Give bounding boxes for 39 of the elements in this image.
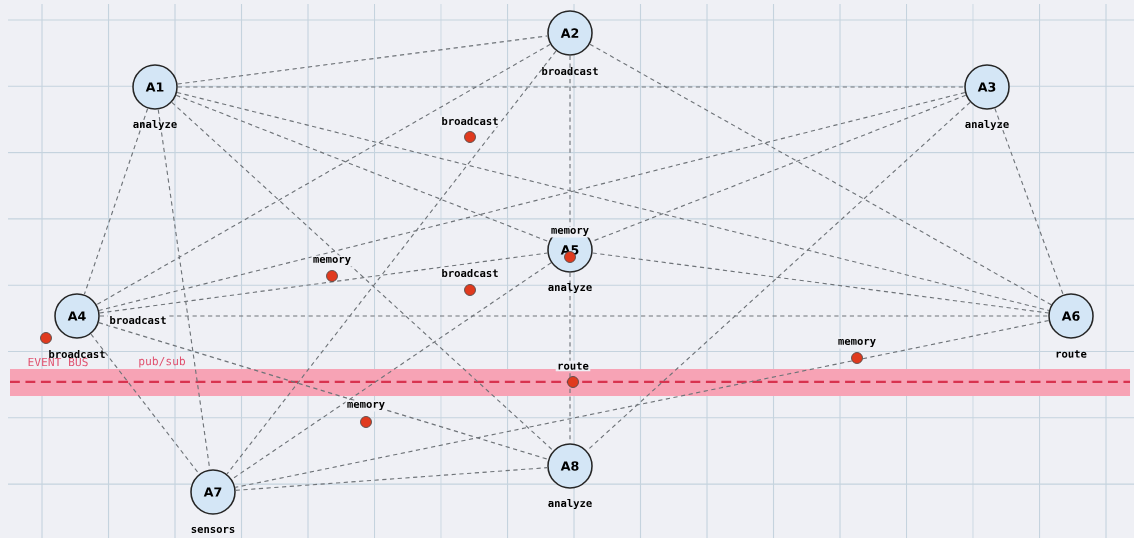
agent-role: broadcast	[542, 66, 598, 76]
message-label: memory	[345, 400, 387, 412]
message-label: memory	[549, 226, 591, 238]
connector-line	[171, 101, 554, 452]
connector-line	[994, 107, 1064, 296]
agent-role: analyze	[548, 498, 592, 510]
agent-role: broadcast	[49, 349, 105, 359]
connector-line	[590, 94, 967, 243]
connector-line	[177, 86, 965, 88]
connector-line	[586, 101, 971, 452]
agent-role: analyze	[133, 119, 177, 131]
connector-line	[157, 109, 211, 470]
connector-line	[176, 91, 1050, 312]
connector-line	[234, 320, 1050, 488]
connector-line	[226, 50, 557, 475]
agent-role: analyze	[965, 119, 1009, 131]
connector-line	[98, 92, 966, 311]
connector-line	[90, 333, 200, 475]
connector-line	[569, 55, 571, 228]
connector-line	[592, 252, 1049, 314]
bus-label: pub/sub	[139, 356, 186, 368]
connector-line	[99, 252, 548, 314]
connector-line	[83, 108, 149, 295]
message-label: route	[555, 360, 591, 372]
message-label: broadcast	[440, 267, 500, 279]
connector-line	[231, 262, 552, 480]
bus-label: EVENT BUS	[28, 357, 88, 367]
connector-line	[177, 35, 548, 85]
agent-role: analyze	[548, 282, 592, 294]
message-label: broadcast	[440, 115, 500, 127]
agent-role: sensors	[191, 526, 235, 534]
connector-line	[96, 43, 551, 306]
message-label: broadcast	[108, 314, 168, 326]
connector-line	[589, 43, 1052, 306]
message-label: memory	[836, 337, 878, 349]
agent-role: route	[1056, 350, 1087, 358]
message-label: memory	[311, 255, 353, 267]
connector-line	[235, 467, 548, 491]
connector-line	[98, 322, 549, 460]
